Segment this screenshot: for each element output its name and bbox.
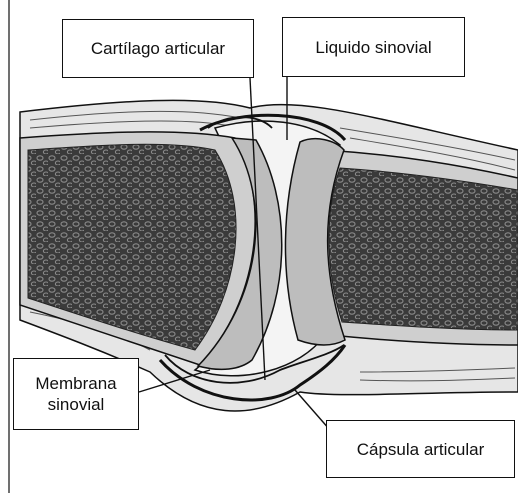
label-membrana-line1: Membrana	[35, 373, 116, 394]
leader-capsula	[295, 390, 330, 430]
label-cartilago-articular: Cartílago articular	[62, 19, 254, 78]
label-liquido-sinovial: Liquido sinovial	[282, 17, 465, 77]
label-capsula-articular: Cápsula articular	[326, 420, 515, 478]
label-membrana-sinovial: Membrana sinovial	[13, 358, 139, 430]
right-bone-spongy	[329, 168, 518, 330]
label-membrana-line2: sinovial	[48, 394, 105, 415]
